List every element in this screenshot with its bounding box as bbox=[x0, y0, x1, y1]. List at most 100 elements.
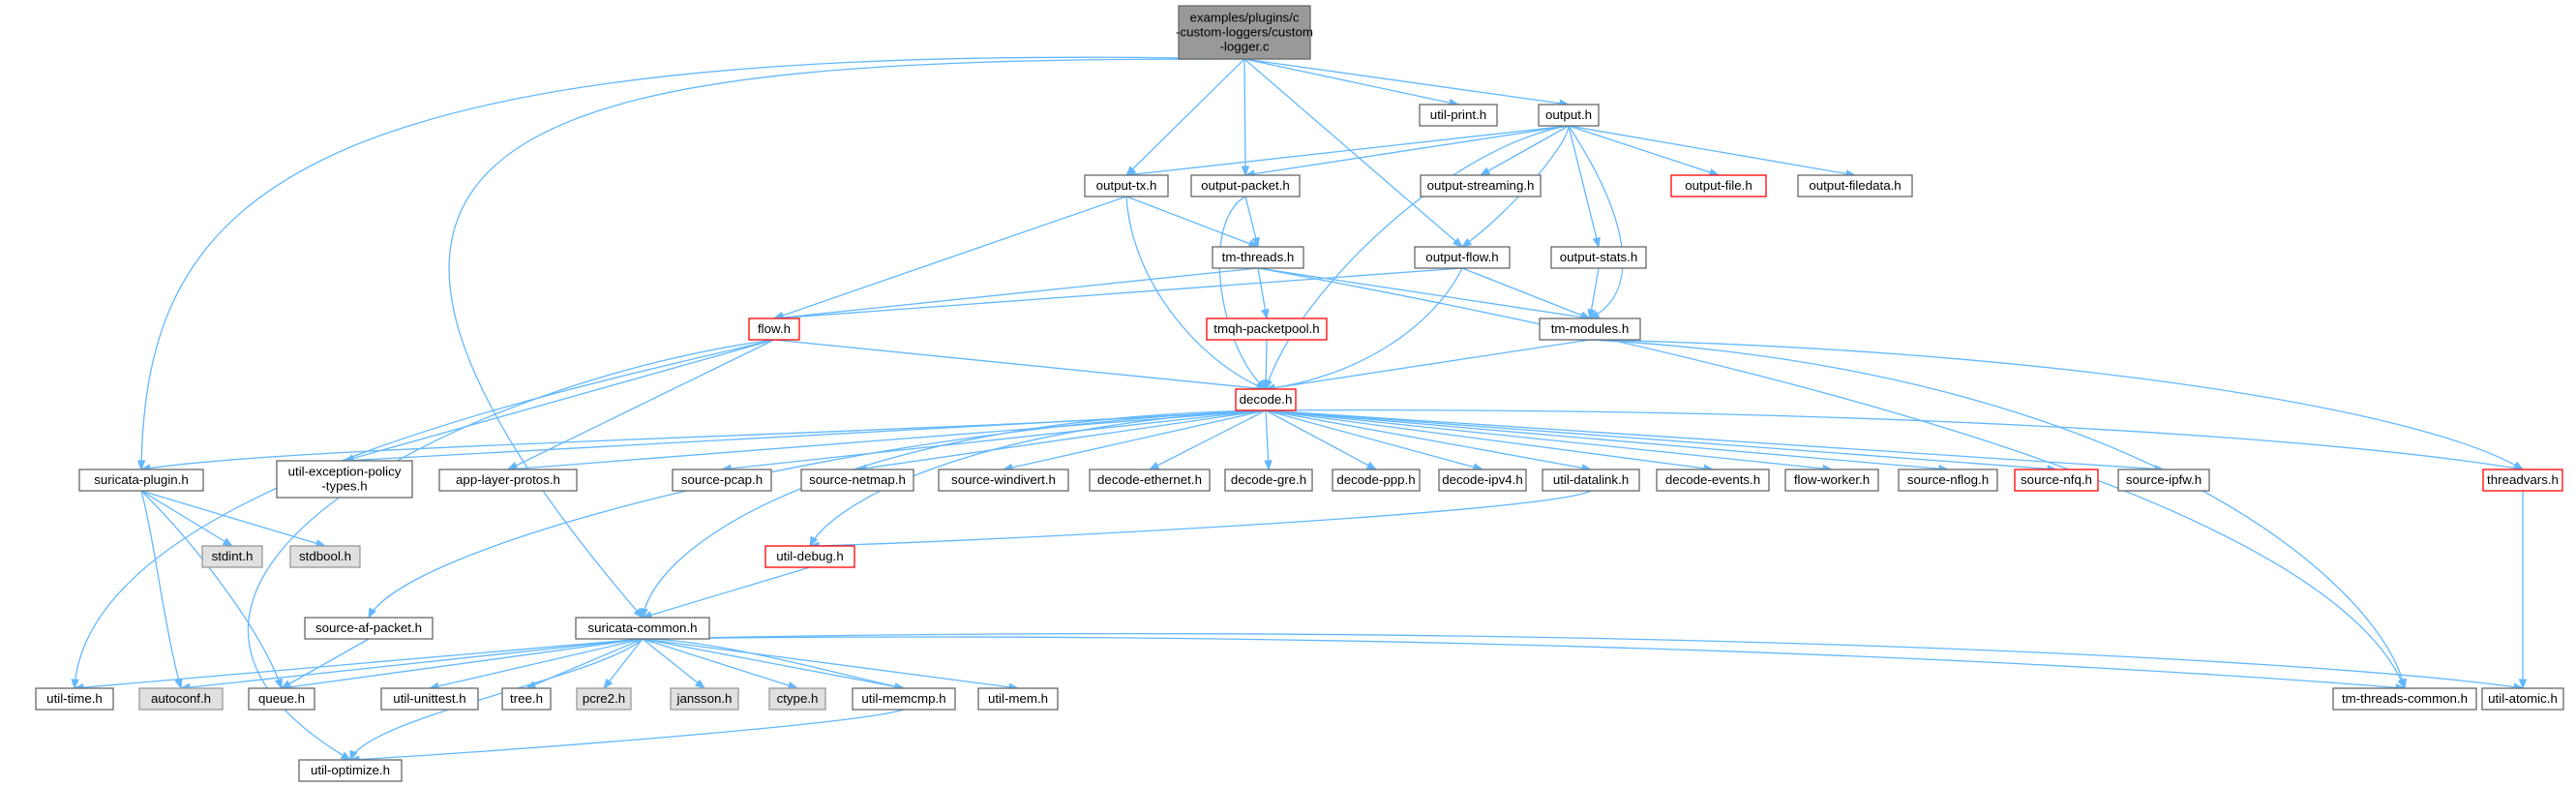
node-decode-gre[interactable]: decode-gre.h bbox=[1224, 469, 1313, 492]
node-label: jansson.h bbox=[676, 691, 733, 706]
edges-layer bbox=[71, 56, 2528, 764]
node-util-atomic[interactable]: util-atomic.h bbox=[2481, 687, 2564, 711]
node-util-unittest[interactable]: util-unittest.h bbox=[380, 687, 479, 711]
node-output-filedata[interactable]: output-filedata.h bbox=[1797, 174, 1913, 197]
edge-arrowhead bbox=[1264, 460, 1273, 471]
node-decode-ppp[interactable]: decode-ppp.h bbox=[1332, 469, 1421, 492]
node-flow-h[interactable]: flow.h bbox=[748, 318, 800, 341]
node-source-ipfw[interactable]: source-ipfw.h bbox=[2117, 469, 2210, 492]
node-source-nfq[interactable]: source-nfq.h bbox=[2014, 469, 2099, 492]
node-label: tm-threads.h bbox=[1222, 250, 1295, 264]
node-decode-h[interactable]: decode.h bbox=[1235, 388, 1297, 411]
node-box bbox=[1550, 246, 1647, 269]
node-output-flow[interactable]: output-flow.h bbox=[1414, 246, 1511, 269]
edge-arrowhead bbox=[349, 749, 358, 762]
edge-util_datalink-to-util_debug bbox=[808, 490, 1592, 550]
edge-root-to-util_print bbox=[1243, 58, 1460, 107]
node-tm-threads[interactable]: tm-threads.h bbox=[1212, 246, 1304, 269]
edge-decode_h-to-decode_events bbox=[1265, 409, 1715, 472]
node-util-memcmp[interactable]: util-memcmp.h bbox=[852, 687, 956, 711]
edge-suricata_common-to-util_memcmp bbox=[642, 638, 906, 691]
node-label: -custom-loggers/custom bbox=[1176, 25, 1313, 40]
node-output-streaming[interactable]: output-streaming.h bbox=[1420, 174, 1542, 197]
node-box bbox=[1420, 174, 1542, 197]
node-jansson[interactable]: jansson.h bbox=[670, 687, 739, 711]
edge-arrowhead bbox=[274, 678, 283, 690]
node-source-af-packet[interactable]: source-af-packet.h bbox=[304, 617, 434, 640]
node-util-time[interactable]: util-time.h bbox=[35, 687, 114, 711]
node-label: decode-ipv4.h bbox=[1442, 472, 1523, 487]
node-box bbox=[2482, 469, 2563, 492]
node-tree-h[interactable]: tree.h bbox=[501, 687, 552, 711]
edge-suricata_common-to-util_time bbox=[73, 638, 644, 692]
edge-decode_h-to-source_af_packet bbox=[368, 409, 1267, 620]
edge-util_debug-to-suricata_common bbox=[641, 566, 811, 620]
edge-arrowhead bbox=[1365, 461, 1378, 470]
node-label: util-print.h bbox=[1430, 107, 1486, 122]
node-output-stats[interactable]: output-stats.h bbox=[1550, 246, 1647, 269]
node-box bbox=[748, 318, 800, 341]
node-tmqh[interactable]: tmqh-packetpool.h bbox=[1206, 318, 1328, 341]
node-stdbool[interactable]: stdbool.h bbox=[289, 545, 361, 568]
node-decode-events[interactable]: decode-events.h bbox=[1656, 469, 1770, 492]
edge-flow_h-to-util_time bbox=[71, 339, 775, 690]
node-box bbox=[1178, 5, 1311, 60]
edge-output_packet-to-tm_threads bbox=[1244, 196, 1260, 249]
node-output-tx[interactable]: output-tx.h bbox=[1084, 174, 1169, 197]
node-label: flow.h bbox=[758, 321, 791, 336]
node-source-netmap[interactable]: source-netmap.h bbox=[800, 469, 914, 492]
node-threadvars[interactable]: threadvars.h bbox=[2482, 469, 2563, 492]
node-label: util-exception-policy bbox=[288, 465, 402, 479]
node-label: decode-ppp.h bbox=[1336, 472, 1415, 487]
node-box bbox=[576, 687, 632, 711]
edge-suricata_common-to-util_optimize bbox=[349, 638, 644, 762]
node-util-mem[interactable]: util-mem.h bbox=[977, 687, 1059, 711]
node-box bbox=[1438, 469, 1527, 492]
node-app-layer[interactable]: app-layer-protos.h bbox=[438, 469, 578, 492]
edge-output_h-to-output_tx bbox=[1124, 125, 1570, 179]
node-box bbox=[248, 687, 315, 711]
node-box bbox=[1670, 174, 1767, 197]
node-util-debug[interactable]: util-debug.h bbox=[764, 545, 855, 568]
node-tm-threads-common[interactable]: tm-threads-common.h bbox=[2332, 687, 2477, 711]
node-suricata-common[interactable]: suricata-common.h bbox=[575, 617, 710, 640]
node-util-exception[interactable]: util-exception-policy-types.h bbox=[276, 460, 413, 499]
edge-output_h-to-output_streaming bbox=[1479, 125, 1570, 176]
edge-root-to-suricata_common bbox=[448, 58, 1245, 620]
node-label: decode-events.h bbox=[1665, 472, 1760, 487]
node-box bbox=[1212, 246, 1304, 269]
node-source-nflog[interactable]: source-nflog.h bbox=[1898, 469, 1998, 492]
node-pcre2[interactable]: pcre2.h bbox=[576, 687, 632, 711]
node-box bbox=[276, 460, 413, 499]
edge-suricata_plugin-to-stdint bbox=[140, 490, 234, 547]
node-output-packet[interactable]: output-packet.h bbox=[1190, 174, 1301, 197]
node-output-file[interactable]: output-file.h bbox=[1670, 174, 1767, 197]
node-root: examples/plugins/c-custom-loggers/custom… bbox=[1176, 5, 1313, 60]
node-util-optimize[interactable]: util-optimize.h bbox=[298, 759, 403, 782]
edge-decode_h-to-decode_ppp bbox=[1265, 409, 1378, 470]
node-suricata-plugin[interactable]: suricata-plugin.h bbox=[78, 469, 204, 492]
node-tm-modules[interactable]: tm-modules.h bbox=[1539, 318, 1641, 341]
node-util-datalink[interactable]: util-datalink.h bbox=[1542, 469, 1640, 492]
node-autoconf[interactable]: autoconf.h bbox=[138, 687, 224, 711]
node-output-h[interactable]: output.h bbox=[1538, 104, 1600, 127]
node-queue-h[interactable]: queue.h bbox=[248, 687, 315, 711]
node-util-print[interactable]: util-print.h bbox=[1419, 104, 1498, 127]
edge-decode_h-to-flow_worker bbox=[1265, 409, 1834, 473]
edge-suricata_plugin-to-queue_h bbox=[140, 490, 283, 690]
node-decode-ethernet[interactable]: decode-ethernet.h bbox=[1089, 469, 1211, 492]
node-box bbox=[2332, 687, 2477, 711]
edge-root-to-output_packet bbox=[1241, 58, 1250, 177]
node-source-windivert[interactable]: source-windivert.h bbox=[938, 469, 1069, 492]
edge-output_flow-to-tm_modules bbox=[1461, 267, 1592, 319]
node-source-pcap[interactable]: source-pcap.h bbox=[672, 469, 772, 492]
node-ctype[interactable]: ctype.h bbox=[768, 687, 826, 711]
node-label: util-datalink.h bbox=[1553, 472, 1629, 487]
node-label: tm-threads-common.h bbox=[2342, 691, 2468, 706]
node-decode-ipv4[interactable]: decode-ipv4.h bbox=[1438, 469, 1527, 492]
node-label: util-memcmp.h bbox=[861, 691, 945, 706]
node-stdint[interactable]: stdint.h bbox=[201, 545, 263, 568]
node-label: source-pcap.h bbox=[681, 472, 763, 487]
edge-suricata_common-to-pcre2 bbox=[603, 638, 644, 690]
node-flow-worker[interactable]: flow-worker.h bbox=[1784, 469, 1879, 492]
